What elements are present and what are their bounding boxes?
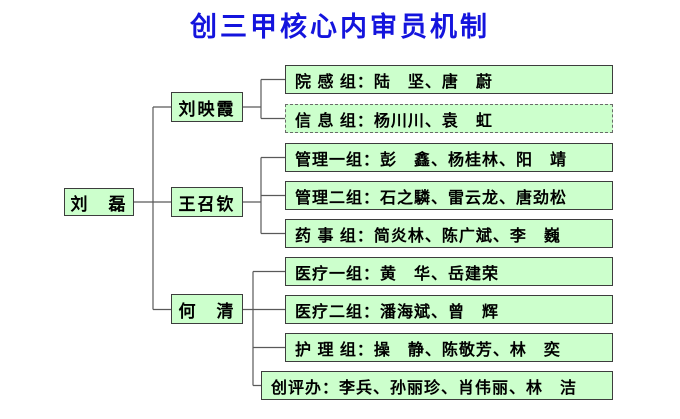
node-leader-wangzhaoqin: 王召钦 <box>171 187 243 217</box>
node-group-chuangpingban: 创评办：李兵、孙丽珍、肖伟丽、林 洁 <box>261 371 613 400</box>
node-group-huli: 护 理 组：操 静、陈敬芳、林 奕 <box>285 333 613 362</box>
node-root-liulei: 刘 磊 <box>64 188 134 216</box>
node-label: 管理一组：彭 鑫、杨桂林、阳 靖 <box>295 151 568 169</box>
node-label: 王召钦 <box>178 194 236 214</box>
node-group-guanli-2: 管理二组：石之驎、雷云龙、唐劲松 <box>285 181 613 210</box>
node-label: 何 清 <box>178 301 236 321</box>
node-label: 医疗二组：潘海斌、曾 辉 <box>295 303 500 321</box>
node-label: 刘映霞 <box>178 99 236 119</box>
node-label: 护 理 组：操 静、陈敬芳、林 奕 <box>295 341 561 359</box>
node-label: 院 感 组：陆 坚、唐 蔚 <box>295 73 493 91</box>
node-group-yiliao-2: 医疗二组：潘海斌、曾 辉 <box>285 295 613 324</box>
node-label: 药 事 组：简炎林、陈广斌、李 巍 <box>295 227 561 245</box>
node-label: 创评办：李兵、孙丽珍、肖伟丽、林 洁 <box>271 379 578 397</box>
node-leader-heqing: 何 清 <box>171 294 243 324</box>
node-label: 刘 磊 <box>70 194 128 214</box>
chart-title: 创三甲核心内审员机制 <box>190 12 490 42</box>
node-label: 管理二组：石之驎、雷云龙、唐劲松 <box>295 189 568 207</box>
node-group-yuangan: 院 感 组：陆 坚、唐 蔚 <box>285 65 613 94</box>
node-leader-liuyingxia: 刘映霞 <box>171 92 243 122</box>
node-label: 信 息 组：杨川川、袁 虹 <box>295 112 493 130</box>
node-group-yaoshi: 药 事 组：简炎林、陈广斌、李 巍 <box>285 219 613 248</box>
node-group-yiliao-1: 医疗一组：黄 华、岳建荣 <box>285 257 613 286</box>
node-group-guanli-1: 管理一组：彭 鑫、杨桂林、阳 靖 <box>285 143 613 172</box>
node-group-xinxi: 信 息 组：杨川川、袁 虹 <box>285 104 613 133</box>
node-label: 医疗一组：黄 华、岳建荣 <box>295 265 500 283</box>
